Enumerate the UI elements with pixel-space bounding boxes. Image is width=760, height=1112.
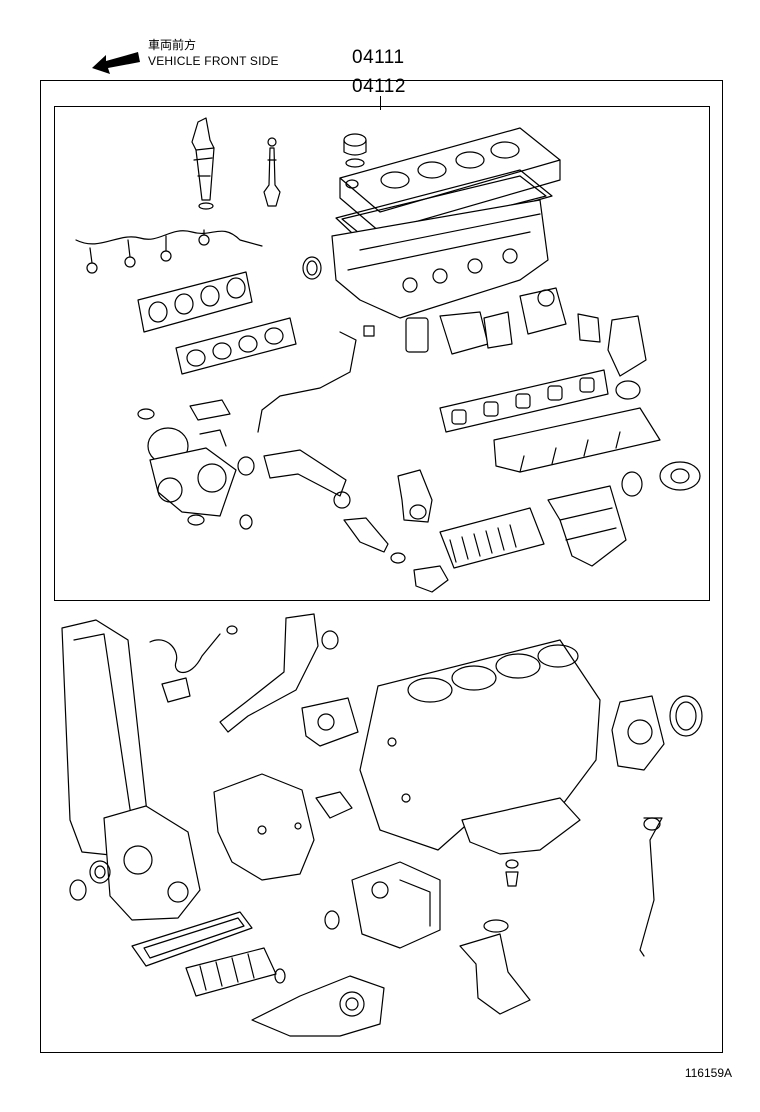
gasket-kit-frame <box>40 80 723 1053</box>
oil-feed-pipe-part[interactable] <box>257 325 375 433</box>
sensor-harness-part[interactable] <box>149 625 238 703</box>
egr-pipe-part[interactable] <box>547 485 627 567</box>
upper-overhaul-kit-frame <box>54 106 710 601</box>
oil-cooler-gasket-part[interactable] <box>131 911 253 967</box>
small-gasket-part[interactable] <box>315 791 353 819</box>
timing-cover-lower-part[interactable] <box>103 805 201 921</box>
drain-plug-part[interactable] <box>505 859 519 887</box>
water-pump-gasket-part[interactable] <box>301 697 359 747</box>
exhaust-manifold-gasket-part[interactable] <box>175 317 297 375</box>
oil-seal-part[interactable] <box>302 256 322 280</box>
exhaust-port-gasket-part[interactable] <box>439 369 609 433</box>
front-label-jp: 車両前方 <box>148 38 197 52</box>
part-number-04112[interactable]: 04112 <box>352 76 406 97</box>
throttle-body-part[interactable] <box>607 315 647 400</box>
intake-hose-part[interactable] <box>263 449 406 564</box>
fuel-injector-part[interactable] <box>191 117 215 210</box>
intake-manifold-gasket-part[interactable] <box>137 271 253 333</box>
oil-cooler-part[interactable] <box>185 947 286 997</box>
injector-harness-part[interactable] <box>75 229 263 274</box>
arrow-left-icon <box>92 52 140 74</box>
oil-strainer-part[interactable] <box>459 919 531 1015</box>
rear-oil-seal-part[interactable] <box>669 695 703 737</box>
part-number-04111[interactable]: 04111 <box>352 47 405 68</box>
illustration-reference-code: 116159A <box>684 1066 732 1080</box>
oil-pan-part[interactable] <box>461 797 581 855</box>
egr-valve-part[interactable] <box>405 287 601 355</box>
manifold-gasket-small-part[interactable] <box>621 461 701 497</box>
part-number-leader-line <box>380 96 381 110</box>
fuel-pump-seal-part[interactable] <box>324 910 340 930</box>
oil-filler-cap-part[interactable] <box>343 133 367 168</box>
fuel-injection-pump-part[interactable] <box>351 861 441 949</box>
turbo-gasket-part[interactable] <box>137 399 255 530</box>
glow-plug-part[interactable] <box>263 137 281 207</box>
egr-cooler-part[interactable] <box>413 507 545 593</box>
oil-level-gauge-part[interactable] <box>639 817 663 957</box>
front-label-en: VEHICLE FRONT SIDE <box>148 54 279 68</box>
turbocharger-part[interactable] <box>147 427 237 517</box>
oil-pump-housing-part[interactable] <box>251 975 385 1037</box>
thermostat-housing-part[interactable] <box>397 469 433 523</box>
exhaust-manifold-part[interactable] <box>493 407 661 473</box>
water-inlet-pipe-part[interactable] <box>219 613 339 733</box>
rear-oil-seal-retainer-part[interactable] <box>611 695 665 771</box>
crank-seal-part[interactable] <box>69 860 111 901</box>
cylinder-head-part[interactable] <box>331 199 549 319</box>
timing-case-part[interactable] <box>213 773 315 881</box>
